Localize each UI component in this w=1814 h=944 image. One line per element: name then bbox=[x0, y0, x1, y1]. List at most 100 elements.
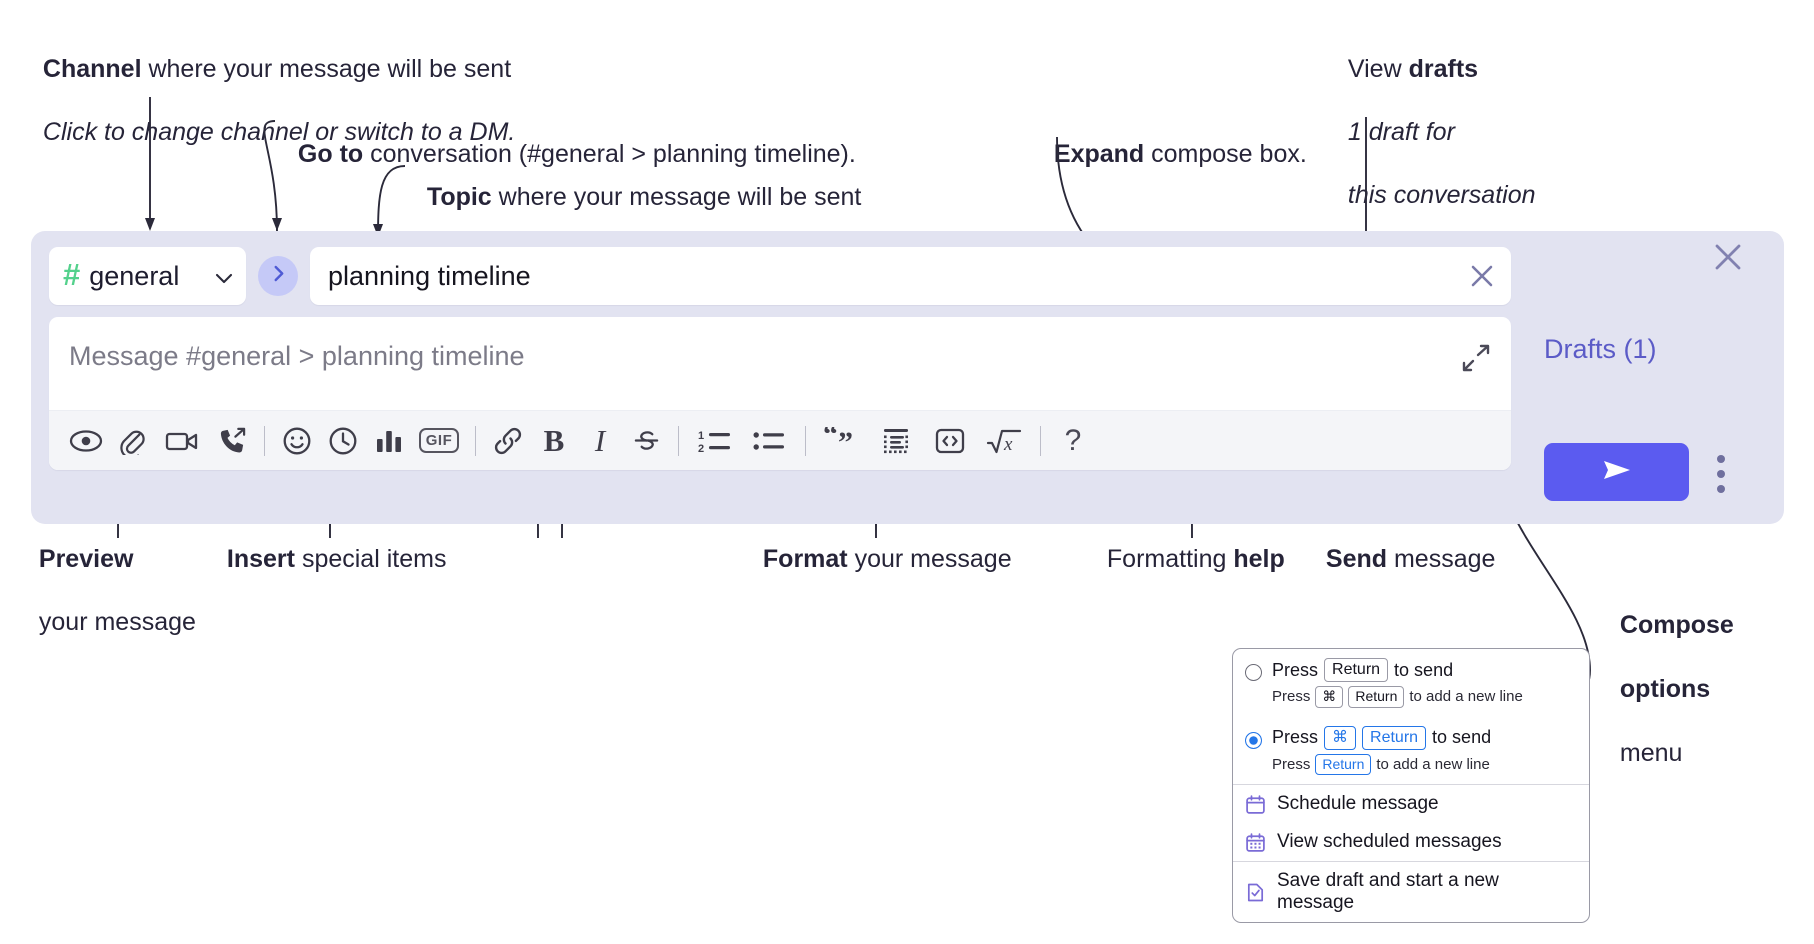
menu-item-view-scheduled[interactable]: View scheduled messages bbox=[1233, 823, 1589, 861]
annotation-formatting-help: Formatting help bbox=[1093, 512, 1285, 575]
menu-divider-2 bbox=[1233, 861, 1589, 862]
annotation-expand: Expand compose box. bbox=[1040, 107, 1307, 170]
key-return: Return bbox=[1362, 725, 1427, 750]
annotation-insert: Insert special items bbox=[213, 512, 447, 575]
compose-options-button[interactable] bbox=[1708, 455, 1734, 493]
annotation-insert-bold: Insert bbox=[226, 544, 295, 573]
chevron-right-icon bbox=[272, 264, 285, 288]
annotation-drafts: View drafts 1 draft for this conversatio… bbox=[1334, 22, 1536, 211]
toolbar-divider-3 bbox=[678, 425, 679, 456]
radio-option-1-hint: Press ⌘ Return to add a new line bbox=[1233, 684, 1589, 717]
toolbar-divider-2 bbox=[475, 425, 476, 456]
emoji-button[interactable] bbox=[274, 418, 320, 464]
topic-value: planning timeline bbox=[328, 260, 531, 291]
expand-icon[interactable] bbox=[1461, 343, 1495, 377]
poll-button[interactable] bbox=[366, 418, 412, 464]
bulleted-list-button[interactable] bbox=[742, 418, 796, 464]
svg-text:”: ” bbox=[838, 427, 853, 455]
radio-option-1-label: Press Return to send bbox=[1272, 658, 1453, 682]
reminder-button[interactable] bbox=[320, 418, 366, 464]
menu-radio-option-2[interactable]: Press ⌘ Return to send bbox=[1233, 717, 1589, 752]
question-mark-icon: ? bbox=[1064, 423, 1082, 457]
svg-text:1: 1 bbox=[698, 430, 704, 442]
menu-item-schedule-message[interactable]: Schedule message bbox=[1233, 785, 1589, 823]
annotation-compose-options-bold-2: options bbox=[1619, 675, 1711, 703]
channel-selector[interactable]: # general bbox=[49, 247, 246, 305]
annotation-goto-bold: Go to bbox=[297, 139, 364, 168]
radio-option-1-sub-post: to add a new line bbox=[1409, 688, 1523, 706]
ordered-list-button[interactable]: 1 2 bbox=[688, 418, 742, 464]
menu-item-view-scheduled-label: View scheduled messages bbox=[1277, 831, 1502, 852]
message-placeholder: Message #general > planning timeline bbox=[69, 341, 525, 371]
annotation-format-bold: Format bbox=[762, 544, 848, 573]
annotation-drafts-italic-2: this conversation bbox=[1347, 180, 1536, 209]
composer-header-row: # general planning timeline bbox=[49, 247, 1511, 305]
annotation-drafts-bold: drafts bbox=[1408, 54, 1479, 83]
composer-inner: # general planning timeline Messag bbox=[49, 247, 1511, 470]
annotation-drafts-italic-1: 1 draft for bbox=[1347, 117, 1455, 146]
calendar-grid-icon bbox=[1245, 832, 1266, 853]
radio-option-1-post: to send bbox=[1394, 659, 1454, 680]
menu-item-schedule-message-label: Schedule message bbox=[1277, 793, 1439, 814]
radio-option-1-sub-pre: Press bbox=[1272, 688, 1311, 706]
radio-option-2-label: Press ⌘ Return to send bbox=[1272, 725, 1492, 750]
compose-panel: # general planning timeline Messag bbox=[31, 231, 1784, 524]
math-button[interactable]: x bbox=[977, 418, 1031, 464]
radio-icon[interactable] bbox=[1245, 664, 1262, 681]
send-button[interactable] bbox=[1544, 443, 1689, 501]
drafts-link[interactable]: Drafts (1) bbox=[1544, 334, 1657, 364]
audio-clip-button[interactable] bbox=[209, 418, 255, 464]
radio-option-2-post: to send bbox=[1432, 727, 1492, 747]
radio-icon-selected[interactable] bbox=[1245, 731, 1262, 749]
close-icon[interactable] bbox=[1465, 259, 1499, 293]
strikethrough-button[interactable] bbox=[623, 418, 669, 464]
annotation-preview-rest: your message bbox=[38, 607, 196, 636]
vertical-dots-icon bbox=[1717, 470, 1725, 478]
radio-option-2-sub-post: to add a new line bbox=[1376, 755, 1490, 773]
annotation-expand-rest: compose box. bbox=[1144, 139, 1307, 168]
annotation-send-bold: Send bbox=[1325, 544, 1388, 573]
vertical-dots-icon bbox=[1717, 485, 1725, 493]
annotation-preview: Preview your message bbox=[25, 512, 196, 638]
bold-button[interactable]: B bbox=[531, 418, 577, 464]
save-draft-icon bbox=[1245, 882, 1266, 903]
svg-text:“: “ bbox=[823, 427, 838, 451]
topic-input[interactable]: planning timeline bbox=[310, 247, 1511, 305]
menu-item-save-draft[interactable]: Save draft and start a new message bbox=[1233, 862, 1589, 922]
formatting-toolbar: GIF B I bbox=[49, 410, 1511, 470]
link-button[interactable] bbox=[485, 418, 531, 464]
toolbar-divider-5 bbox=[1040, 425, 1041, 456]
vertical-dots-icon bbox=[1717, 455, 1725, 463]
bold-icon: B bbox=[543, 422, 565, 458]
annotation-compose-options-bold-1: Compose bbox=[1619, 611, 1734, 639]
annotation-topic-bold: Topic bbox=[426, 182, 492, 211]
annotation-expand-bold: Expand bbox=[1053, 139, 1145, 168]
key-return: Return bbox=[1324, 658, 1389, 682]
annotation-send-rest: message bbox=[1387, 544, 1496, 573]
toolbar-divider-1 bbox=[264, 425, 265, 456]
message-input[interactable]: Message #general > planning timeline bbox=[49, 317, 1511, 410]
annotation-compose-options-rest: menu bbox=[1619, 739, 1683, 767]
key-return: Return bbox=[1348, 686, 1405, 708]
code-block-button[interactable] bbox=[869, 418, 923, 464]
close-composer-button[interactable] bbox=[1711, 240, 1749, 278]
radio-option-1-pre: Press bbox=[1272, 659, 1319, 680]
goto-conversation-button[interactable] bbox=[258, 256, 298, 296]
blockquote-button[interactable]: “ ” bbox=[815, 418, 869, 464]
italic-button[interactable]: I bbox=[577, 418, 623, 464]
gif-button[interactable]: GIF bbox=[412, 418, 466, 464]
video-clip-button[interactable] bbox=[155, 418, 209, 464]
annotation-drafts-normal: View bbox=[1347, 54, 1409, 83]
send-paper-plane-icon bbox=[1597, 455, 1637, 490]
attach-button[interactable] bbox=[109, 418, 155, 464]
annotation-channel-bold: Channel bbox=[42, 54, 142, 83]
annotation-formatting-help-normal: Formatting bbox=[1106, 544, 1234, 573]
italic-icon: I bbox=[594, 422, 606, 458]
menu-radio-option-1[interactable]: Press Return to send bbox=[1233, 649, 1589, 684]
formatting-help-button[interactable]: ? bbox=[1050, 418, 1096, 464]
menu-item-save-draft-label: Save draft and start a new message bbox=[1277, 870, 1499, 913]
preview-button[interactable] bbox=[63, 418, 109, 464]
annotation-preview-bold: Preview bbox=[38, 544, 134, 573]
message-box: Message #general > planning timeline bbox=[49, 317, 1511, 470]
inline-code-button[interactable] bbox=[923, 418, 977, 464]
